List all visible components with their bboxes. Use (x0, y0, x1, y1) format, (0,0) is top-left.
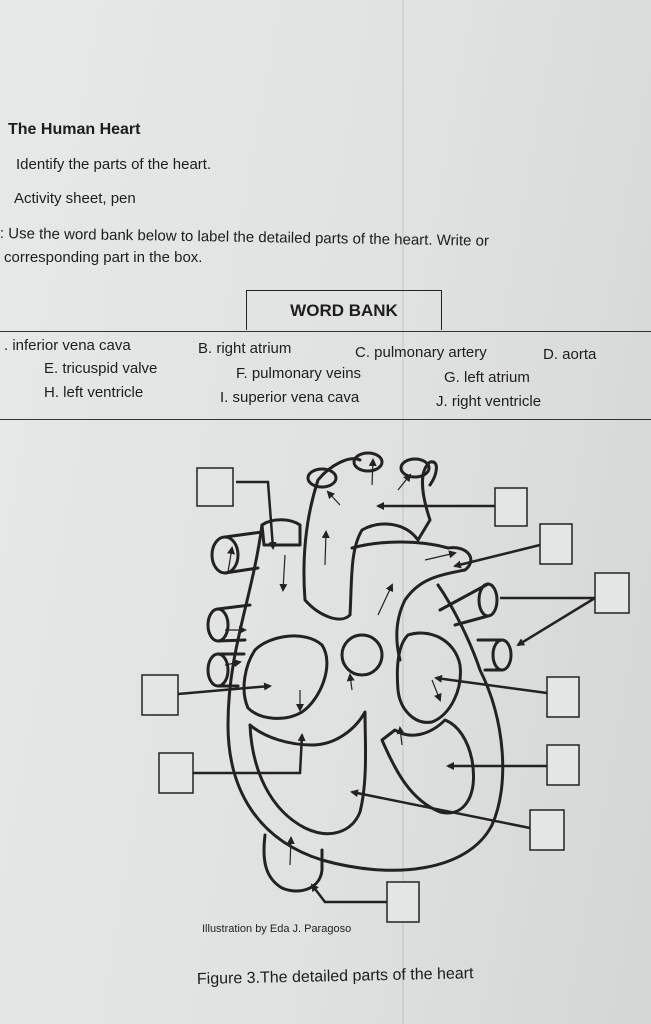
answer-box-d[interactable] (494, 487, 528, 527)
leader-g (434, 674, 548, 695)
word-bank-title: WORD BANK (246, 290, 442, 330)
answer-box-a[interactable] (141, 674, 179, 716)
word-bank-item-c: C. pulmonary artery (355, 344, 487, 361)
word-bank-item-i: I. superior vena cava (220, 389, 360, 406)
answer-box-g[interactable] (546, 676, 580, 718)
page-title: The Human Heart (8, 121, 141, 138)
word-bank-item-e: E. tricuspid valve (44, 360, 158, 377)
figure-caption: Figure 3.The detailed parts of the heart (197, 965, 474, 988)
leader-j (350, 789, 531, 830)
aorta-vessel-top-1 (306, 467, 338, 489)
answer-box-f[interactable] (594, 572, 630, 614)
leader-b (236, 480, 277, 550)
right-pulm-vein-2 (206, 652, 230, 688)
answer-box-b[interactable] (196, 467, 234, 507)
pulmonary-artery-shape (350, 540, 473, 662)
word-bank-item-b: B. right atrium (198, 340, 292, 357)
word-bank-item-d: D. aorta (543, 346, 597, 363)
vena-cava-opening (210, 535, 240, 575)
answer-box-j[interactable] (529, 809, 565, 851)
aorta-vessel-top-2 (352, 451, 384, 473)
leader-f (500, 596, 596, 645)
answer-box-c[interactable] (539, 523, 573, 565)
right-pulm-vein-1 (206, 607, 230, 643)
leader-i (310, 883, 387, 904)
inferior-vena-cava-shape (262, 833, 324, 893)
left-atrium-chamber (395, 631, 462, 724)
objective-text: Identify the parts of the heart. (16, 156, 212, 173)
leader-e (193, 733, 306, 775)
answer-box-i[interactable] (386, 881, 420, 923)
word-bank-item-a: . inferior vena cava (4, 337, 131, 354)
paper-fold (402, 0, 404, 1024)
left-pulm-vein-2 (491, 638, 513, 672)
word-bank-item-g: G. left atrium (444, 369, 530, 386)
instruction-line-2: corresponding part in the box. (4, 249, 203, 266)
word-bank-item-j: J. right ventricle (436, 393, 542, 410)
superior-vena-cava-shape (260, 518, 302, 547)
heart-outline (226, 523, 505, 872)
right-ventricle-chamber (248, 710, 368, 836)
materials-text: Activity sheet, pen (14, 190, 136, 207)
aorta-shape (302, 457, 438, 621)
word-bank-item-h: H. left ventricle (44, 384, 144, 401)
word-bank-top-rule (0, 331, 651, 332)
illustration-credit: Illustration by Eda J. Paragoso (202, 923, 351, 935)
word-bank-item-f: F. pulmonary veins (236, 365, 362, 382)
left-atrium-valve-ring (340, 633, 384, 677)
aorta-vessel-top-3 (399, 457, 431, 479)
answer-box-e[interactable] (158, 752, 194, 794)
right-atrium-chamber (242, 634, 329, 720)
answer-box-h[interactable] (546, 744, 580, 786)
heart-diagram: Illustration by Eda J. Paragoso Figure 3… (141, 451, 630, 988)
leader-a (177, 682, 272, 696)
word-bank-bottom-rule (0, 419, 651, 420)
leader-c (453, 543, 541, 569)
